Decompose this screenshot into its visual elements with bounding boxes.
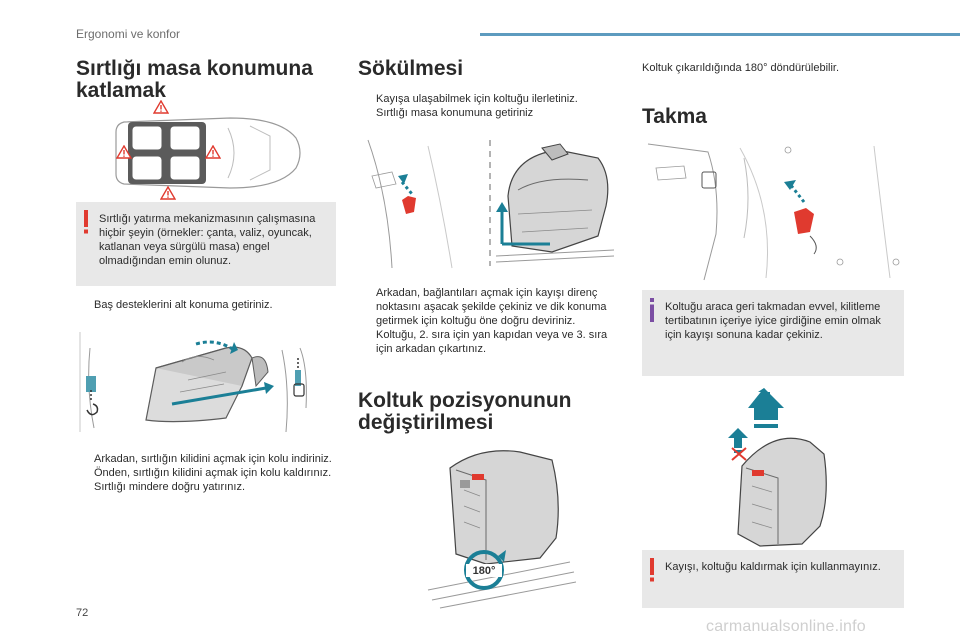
list-item: Sırtlığı masa konumuna getiriniz [358, 106, 620, 120]
warning-exclamation-icon [84, 210, 88, 234]
seat-install-illustration [647, 143, 900, 281]
warning-box-lift: Kayışı, koltuğu kaldırmak için kullanmay… [642, 550, 904, 608]
bullet-list-fold-steps: Arkadan, sırtlığın kilidini açmak için k… [76, 452, 336, 494]
rotation-intro-text: Koltuk çıkarıldığında 180° döndürülebili… [642, 62, 840, 74]
seat-layout-illustration [115, 117, 301, 189]
list-item: Sırtlığı mindere doğru yatırınız. [76, 480, 336, 494]
info-box-locking: Koltuğu araca geri takmadan evvel, kilit… [642, 290, 904, 376]
warning-box-mechanism: Sırtlığı yatırma mekanizmasının çalışmas… [76, 202, 336, 286]
info-icon [650, 298, 654, 322]
list-item-text: Kayışa ulaşabilmek için koltuğu ilerleti… [376, 93, 578, 105]
warning-triangle-icon [160, 186, 176, 200]
list-item: Arkadan, sırtlığın kilidini açmak için k… [76, 452, 336, 466]
list-item-text: Önden, sırtlığın kilidini açmak için kol… [94, 467, 332, 479]
list-item: Koltuğu, 2. sıra için yan kapıdan veya v… [358, 328, 620, 356]
header-rule [480, 33, 960, 36]
list-item-text: Arkadan, sırtlığın kilidini açmak için k… [94, 453, 332, 465]
list-item: Önden, sırtlığın kilidini açmak için kol… [76, 466, 336, 480]
bullet-list-removal-steps: Arkadan, bağlantıları açmak için kayışı … [358, 286, 620, 356]
heading-masa-konumu: Sırtlığı masa konumuna katlamak [76, 57, 313, 102]
section-header: Ergonomi ve konfor [76, 27, 181, 41]
list-item: Baş desteklerini alt konuma getiriniz. [76, 298, 336, 312]
list-item: Kayışa ulaşabilmek için koltuğu ilerleti… [358, 92, 620, 106]
watermark: carmanualsonline.info [706, 618, 866, 635]
seat-fold-illustration [79, 332, 307, 433]
warning-text: Sırtlığı yatırma mekanizmasının çalışmas… [99, 213, 316, 267]
list-item-text: Arkadan, bağlantıları açmak için kayışı … [376, 287, 607, 327]
heading-sokulmesi: Sökülmesi [358, 57, 464, 80]
list-item: Arkadan, bağlantıları açmak için kayışı … [358, 286, 620, 328]
list-item-text: Sırtlığı masa konumuna getiriniz [376, 107, 534, 119]
warning-triangle-icon [153, 100, 169, 114]
warning-triangle-icon [116, 145, 132, 159]
list-item-text: Koltuğu, 2. sıra için yan kapıdan veya v… [376, 329, 608, 355]
warning-exclamation-icon [650, 558, 654, 582]
warning-triangle-icon [205, 145, 221, 159]
bullet-list-headrest: Baş desteklerini alt konuma getiriniz. [76, 298, 336, 312]
warning-text: Kayışı, koltuğu kaldırmak için kullanmay… [665, 561, 881, 573]
list-item-text: Baş desteklerini alt konuma getiriniz. [94, 299, 273, 311]
seat-rotation-illustration: 180° [427, 450, 577, 609]
list-item-text: Sırtlığı mindere doğru yatırınız. [94, 481, 246, 493]
info-text: Koltuğu araca geri takmadan evvel, kilit… [665, 301, 881, 341]
heading-koltuk-pozisyonu: Koltuk pozisyonunun değiştirilmesi [358, 389, 572, 434]
seat-lift-illustration [728, 388, 827, 547]
seat-removal-illustration [367, 139, 615, 269]
rotation-label: 180° [473, 565, 496, 577]
heading-takma: Takma [642, 105, 707, 128]
page-number: 72 [76, 607, 89, 619]
bullet-list-removal-prep: Kayışa ulaşabilmek için koltuğu ilerleti… [358, 92, 620, 120]
